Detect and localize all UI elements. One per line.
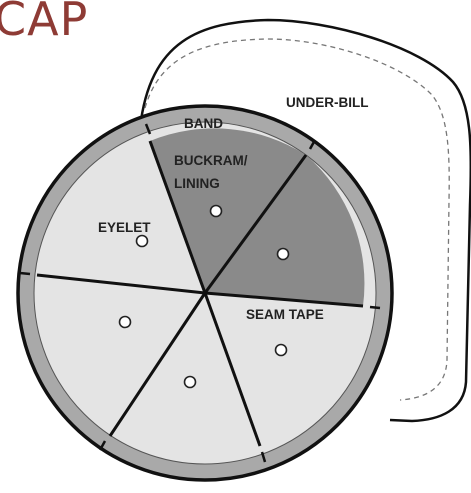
seam-4 [203,292,262,447]
panel-seams [36,140,364,447]
seam-6 [36,273,206,295]
eyelets [118,204,290,389]
seam-2 [203,154,308,294]
seam-1 [148,140,207,294]
lining-label: LINING [174,176,220,191]
eyelet-seam-tape-panel [274,343,288,357]
buckram-panel-front-right [205,155,365,306]
eyelet-buckram-right [276,247,290,261]
eyelet-label: EYELET [98,220,151,235]
under-bill-label: UNDER-BILL [286,95,369,110]
seam-tape-label: SEAM TAPE [246,307,324,322]
eyelet-left-panel [135,234,149,248]
diagram-title: CAP [0,0,89,46]
band-ticks [19,123,381,463]
seam-3 [204,291,364,308]
eyelet-bottom-panel [183,375,197,389]
seam-5 [108,292,207,437]
cap-crown [16,104,394,482]
under-bill-stitch-line [144,38,450,401]
eyelet-buckram-left [209,204,223,218]
band-label: BAND [184,116,223,131]
eyelet-lower-left-panel [118,315,132,329]
buckram-panel-front-left [150,128,306,293]
buckram-label: BUCKRAM/ [174,153,248,168]
